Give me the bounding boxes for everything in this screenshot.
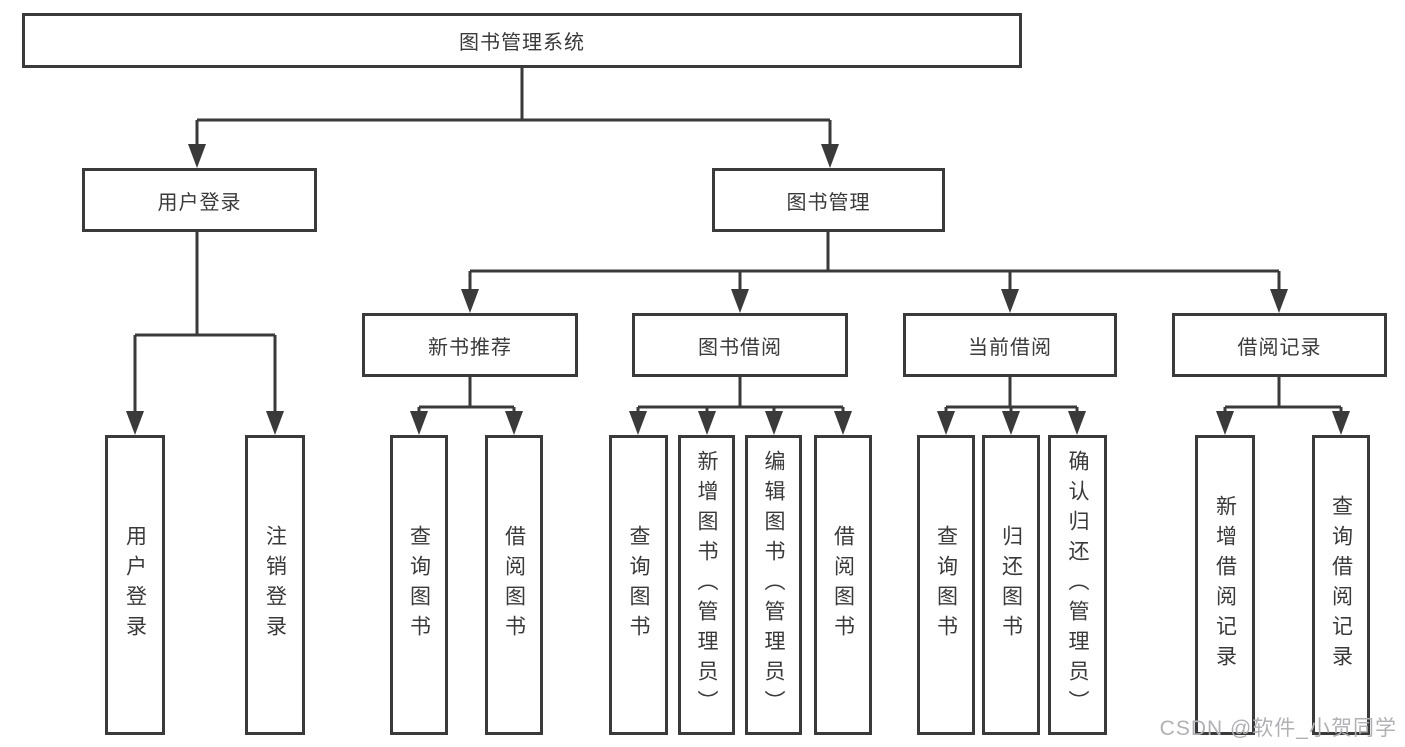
leaf-add-borrow-record-label: 新增借阅记录 xyxy=(1213,495,1237,675)
leaf-confirm-return-admin-label: 确认归还（管理员） xyxy=(1066,450,1089,720)
leaf-return-books: 归还图书 xyxy=(982,435,1040,735)
leaf-query-borrow-record: 查询借阅记录 xyxy=(1312,435,1370,735)
leaf-add-books-admin-label: 新增图书（管理员） xyxy=(695,450,718,720)
connector-borrowing-records xyxy=(1216,377,1350,435)
node-root-label: 图书管理系统 xyxy=(459,32,585,54)
node-book-borrowing-label: 图书借阅 xyxy=(698,336,782,359)
node-new-book-recommend: 新书推荐 xyxy=(362,313,578,377)
leaf-query-books-recommend-label: 查询图书 xyxy=(407,525,431,645)
node-current-borrowing: 当前借阅 xyxy=(903,313,1117,377)
leaf-borrow-books-borrowing-label: 借阅图书 xyxy=(831,525,855,645)
node-book-borrowing: 图书借阅 xyxy=(632,313,848,377)
leaf-query-borrow-record-label: 查询借阅记录 xyxy=(1329,495,1353,675)
leaf-user-login-label: 用户登录 xyxy=(123,525,147,645)
node-root: 图书管理系统 xyxy=(22,13,1022,68)
node-book-management-label: 图书管理 xyxy=(786,191,871,214)
node-borrowing-records: 借阅记录 xyxy=(1172,313,1387,377)
leaf-query-books-current-label: 查询图书 xyxy=(934,525,958,645)
connector-user-login xyxy=(126,232,284,435)
leaf-user-login: 用户登录 xyxy=(105,435,165,735)
node-user-login: 用户登录 xyxy=(82,168,317,232)
leaf-logout: 注销登录 xyxy=(245,435,305,735)
leaf-add-borrow-record: 新增借阅记录 xyxy=(1195,435,1255,735)
leaf-return-books-label: 归还图书 xyxy=(999,525,1023,645)
connector-book-management xyxy=(461,232,1288,313)
leaf-logout-label: 注销登录 xyxy=(263,525,287,645)
node-new-book-recommend-label: 新书推荐 xyxy=(428,336,512,359)
leaf-query-books-borrowing: 查询图书 xyxy=(609,435,668,735)
node-book-management: 图书管理 xyxy=(712,168,945,232)
connector-root xyxy=(188,68,839,168)
leaf-borrow-books-recommend: 借阅图书 xyxy=(485,435,543,735)
leaf-edit-books-admin: 编辑图书（管理员） xyxy=(745,435,802,735)
watermark: CSDN @软件_小贺同学 xyxy=(1159,717,1397,740)
leaf-confirm-return-admin: 确认归还（管理员） xyxy=(1048,435,1107,735)
node-borrowing-records-label: 借阅记录 xyxy=(1237,336,1322,359)
leaf-query-books-recommend: 查询图书 xyxy=(390,435,448,735)
leaf-borrow-books-recommend-label: 借阅图书 xyxy=(502,525,526,645)
leaf-query-books-current: 查询图书 xyxy=(917,435,975,735)
leaf-query-books-borrowing-label: 查询图书 xyxy=(627,525,650,645)
leaf-add-books-admin: 新增图书（管理员） xyxy=(678,435,735,735)
connector-new-book-recommend xyxy=(410,377,523,435)
connector-current-borrowing xyxy=(937,377,1086,435)
node-user-login-label: 用户登录 xyxy=(157,191,242,214)
node-current-borrowing-label: 当前借阅 xyxy=(968,336,1052,359)
connector-book-borrowing xyxy=(629,377,852,435)
leaf-borrow-books-borrowing: 借阅图书 xyxy=(814,435,872,735)
leaf-edit-books-admin-label: 编辑图书（管理员） xyxy=(762,450,785,720)
